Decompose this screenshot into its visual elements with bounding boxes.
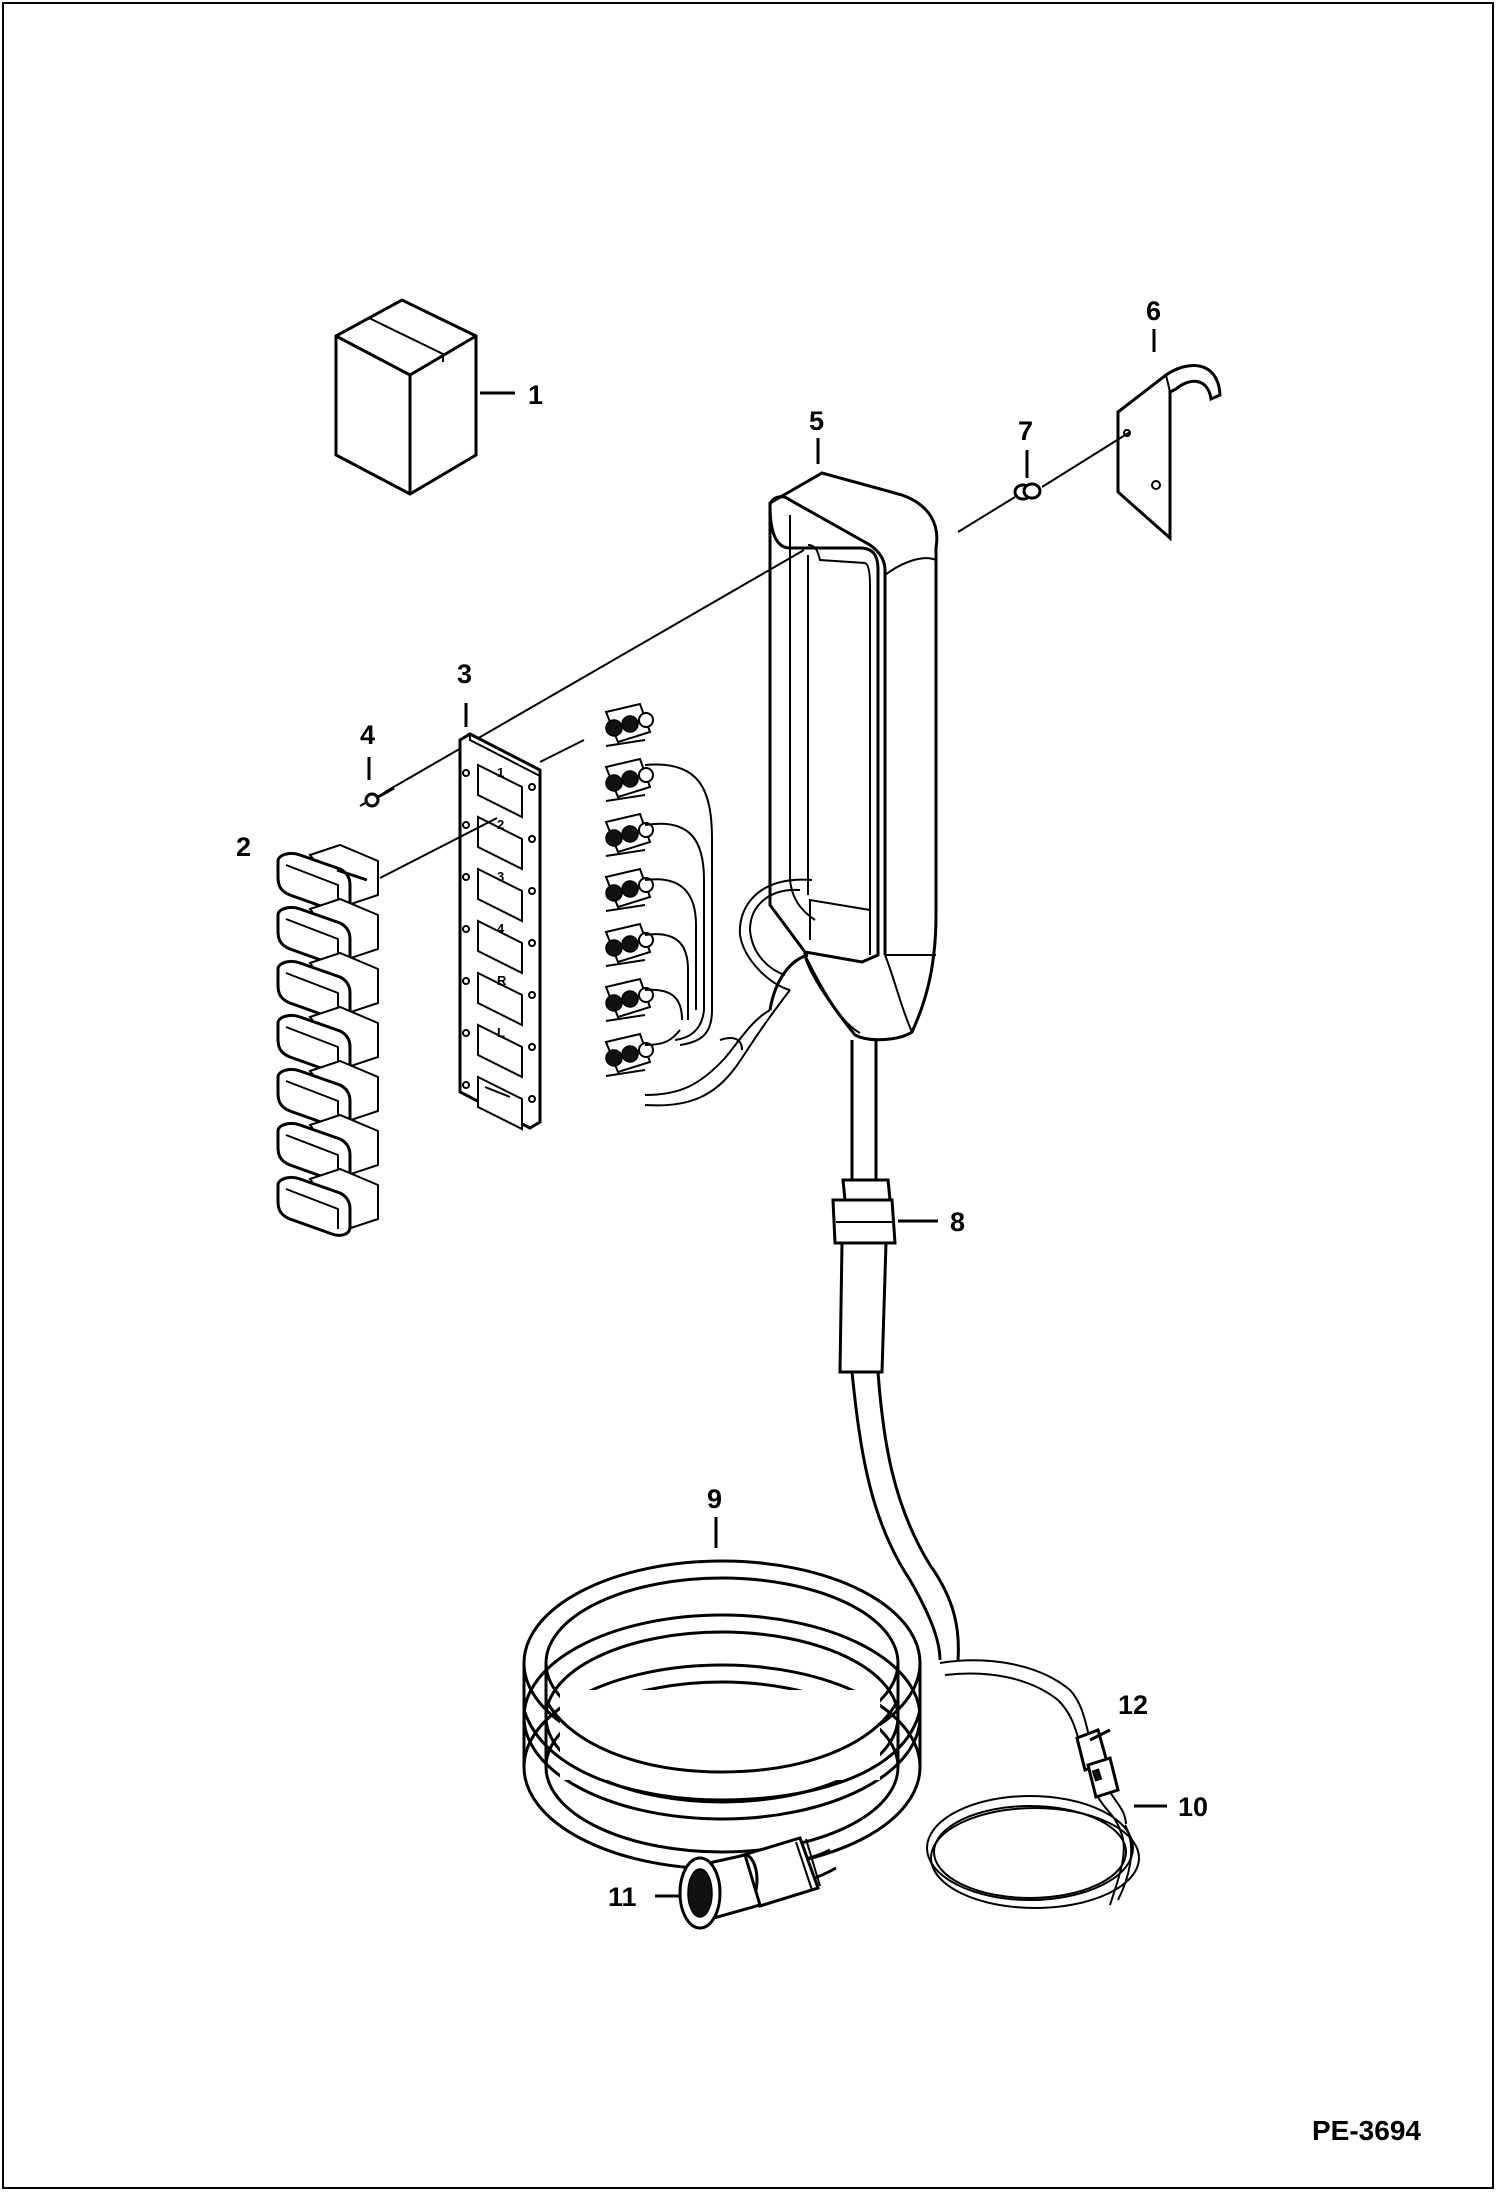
callout-3: 3 [457,659,472,689]
rocker-switch [276,1113,379,1183]
callout-8: 8 [950,1207,965,1237]
panel-window-label: 3 [497,869,504,884]
harness-connector [604,867,654,912]
harness-connector [604,812,654,857]
callout-9: 9 [707,1484,722,1514]
panel-window: 1 [462,763,536,819]
part-small-connector [1075,1728,1127,1831]
part-number: PE-3694 [1312,2115,1421,2146]
rocker-switch [276,843,379,913]
panel-window: 4 [462,919,536,975]
rocker-switch [276,951,379,1021]
harness-connector [604,757,654,802]
part-round-connector [678,1836,821,1930]
part-coiled-cable [522,1371,960,1890]
panel-window: 2 [462,815,536,871]
panel-window: L [462,1023,536,1079]
panel-window [462,1075,536,1131]
harness-wires [644,763,791,1107]
part-screw [364,786,395,808]
harness-connector [604,977,654,1022]
rocker-switch [276,1167,379,1237]
part-secondary-lead [926,1659,1140,1909]
rocker-switch [276,897,379,967]
panel-window-label: 1 [497,765,504,780]
callout-2: 2 [236,832,251,862]
harness-connector [604,922,654,967]
part-rocker-switches [276,843,379,1237]
callout-5: 5 [809,406,824,436]
panel-window: R [462,971,536,1027]
harness-connector [604,1032,654,1077]
callout-7: 7 [1018,416,1033,446]
part-washer [1013,482,1042,501]
callout-10: 10 [1178,1792,1208,1822]
panel-window-label: 2 [497,817,504,832]
callout-11: 11 [608,1882,637,1912]
rocker-switch [276,1005,379,1075]
part-harness-connectors [604,702,654,1077]
callout-6: 6 [1146,296,1161,326]
harness-connector [604,702,654,747]
part-box [334,298,478,496]
panel-window-label: 4 [497,921,505,936]
rocker-switch [276,1059,379,1129]
panel-window-label: R [497,973,507,988]
panel-window-label: L [497,1025,505,1040]
part-switch-panel: 1 2 3 4R L [458,732,542,1131]
callout-1: 1 [528,380,543,410]
part-cable-gland [831,1040,897,1374]
callout-12: 12 [1118,1690,1148,1720]
panel-window: 3 [462,867,536,923]
part-control-handle [768,471,939,1042]
leader-lines [336,329,1167,1898]
callout-4: 4 [360,720,375,750]
part-bracket [1116,363,1222,542]
